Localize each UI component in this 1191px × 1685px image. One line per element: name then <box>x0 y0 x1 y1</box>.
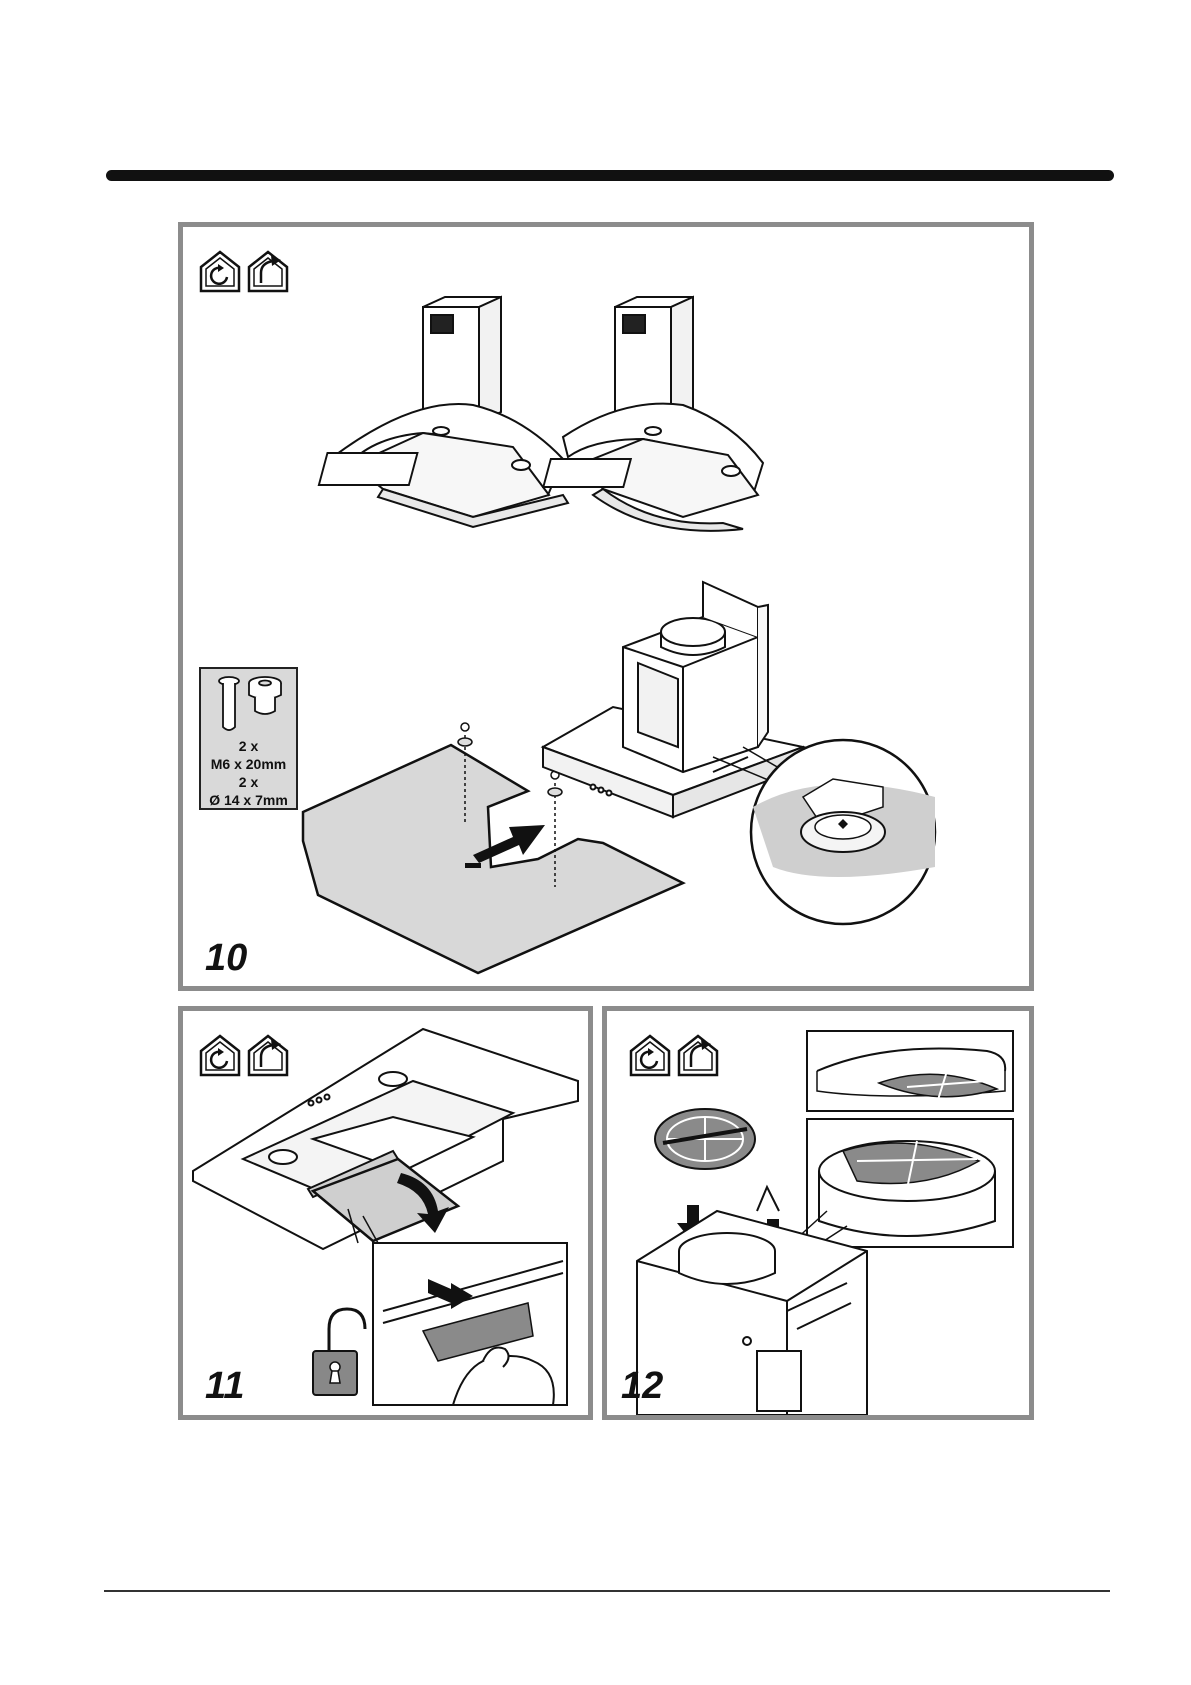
chimney-hood-right <box>543 297 763 531</box>
spacer-icon <box>249 677 281 714</box>
step-10-panel: 2 x M6 x 20mm 2 x Ø 14 x 7mm 10 <box>178 222 1034 991</box>
hood-body <box>543 582 803 817</box>
extraction-mode-icon <box>249 252 287 291</box>
step-number-12: 12 <box>621 1367 663 1405</box>
unlock-padlock-icon <box>313 1309 365 1395</box>
screw-size: M6 x 20mm <box>201 755 296 773</box>
carbon-filter <box>655 1109 755 1169</box>
spacer-size: Ø 14 x 7mm <box>201 791 296 809</box>
recirculation-mode-icon <box>201 252 239 291</box>
extraction-mode-icon <box>679 1036 717 1075</box>
step-number-10: 10 <box>205 939 247 977</box>
step-11-illustration <box>183 1011 588 1415</box>
step-number-11: 11 <box>205 1367 244 1405</box>
step-12-panel: 12 <box>602 1006 1034 1420</box>
hardware-kit-box: 2 x M6 x 20mm 2 x Ø 14 x 7mm <box>199 667 298 810</box>
step-11-panel: 11 <box>178 1006 593 1420</box>
header-rule <box>106 170 1114 181</box>
screw-quantity: 2 x <box>201 737 296 755</box>
recirculation-mode-icon <box>201 1036 239 1075</box>
filter-detail-view-top <box>807 1031 1013 1111</box>
chimney-hood-left <box>319 297 568 527</box>
footer-rule <box>104 1590 1110 1592</box>
screw-icon <box>219 677 239 730</box>
step-10-illustration <box>183 227 1029 986</box>
extraction-mode-icon <box>249 1036 287 1075</box>
latch-detail-view <box>373 1243 567 1405</box>
step-12-illustration <box>607 1011 1029 1415</box>
recirculation-mode-icon <box>631 1036 669 1075</box>
spacer-quantity: 2 x <box>201 773 296 791</box>
filter-detail-view-bottom <box>807 1119 1013 1247</box>
